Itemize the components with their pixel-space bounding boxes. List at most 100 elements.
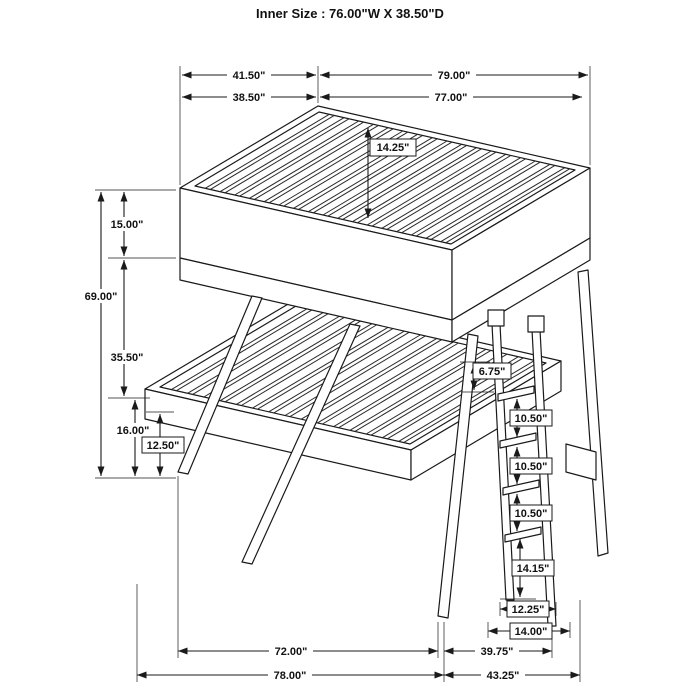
slat-line xyxy=(284,334,422,416)
dim-label-bunk-clearance: 35.50" xyxy=(111,352,144,364)
slat-line xyxy=(425,163,551,239)
slat-line xyxy=(352,147,477,223)
ladder-rung-3 xyxy=(502,479,540,496)
dim-lower-width-outer: 78.00" xyxy=(137,668,444,682)
slat-line xyxy=(317,341,454,424)
slat-line xyxy=(208,316,346,399)
dim-ladder-outer-width: 14.00" xyxy=(488,622,570,640)
slat-line xyxy=(366,150,492,226)
dim-lower-bunk-height: 16.00" xyxy=(111,400,155,476)
page-title: Inner Size : 76.00"W X 38.50"D xyxy=(256,6,444,21)
dim-label-lower-width-outer: 78.00" xyxy=(274,670,307,682)
slat-line xyxy=(252,326,389,409)
dim-lower-depth-outer: 43.25" xyxy=(444,668,580,682)
slat-line xyxy=(396,157,521,233)
slat-line xyxy=(357,148,482,224)
slat-line xyxy=(219,117,345,193)
dim-label-ladder-rung-spacing-2: 10.50" xyxy=(515,461,548,473)
dim-label-ladder-rung-spacing-3: 10.50" xyxy=(515,508,548,520)
dim-ladder-rung-spacing-1: 10.50" xyxy=(509,399,553,437)
ladder-rung-1 xyxy=(497,385,535,402)
slat-line xyxy=(440,167,565,243)
dim-label-ladder-outer-width: 14.00" xyxy=(515,626,548,638)
dim-top-width-outer: 79.00" xyxy=(320,68,588,82)
slat-line xyxy=(327,141,453,217)
slat-line xyxy=(257,327,394,410)
dim-ladder-inner-width: 12.25" xyxy=(500,600,556,618)
slat-line xyxy=(403,361,540,443)
dim-label-lower-depth-outer: 43.25" xyxy=(487,670,520,682)
slat-line xyxy=(342,145,467,220)
slat-line xyxy=(224,320,362,403)
dim-top-depth-outer: 41.50" xyxy=(182,68,316,82)
slat-line xyxy=(416,161,541,237)
dim-label-overall-height: 69.00" xyxy=(85,291,118,303)
slat-line xyxy=(176,309,313,392)
slat-line xyxy=(289,335,427,418)
dim-ladder-bottom-gap: 14.15" xyxy=(511,539,555,597)
slat-line xyxy=(219,319,357,402)
slat-line xyxy=(430,165,556,240)
slat-line xyxy=(313,138,438,214)
dim-lower-depth-inner: 39.75" xyxy=(444,644,552,658)
ladder-right-hook xyxy=(527,315,545,333)
top-bunk xyxy=(179,105,591,343)
dim-label-top-width-inner: 77.00" xyxy=(435,92,468,104)
left-rear-leg xyxy=(177,295,263,475)
slat-line xyxy=(322,342,459,425)
slat-line xyxy=(305,338,443,421)
dim-lower-width-inner: 72.00" xyxy=(178,644,438,658)
slat-line xyxy=(333,345,470,428)
dim-top-width-inner: 77.00" xyxy=(320,90,582,104)
slat-line xyxy=(338,346,475,429)
right-leg-bracket xyxy=(565,443,597,481)
slat-line xyxy=(386,155,512,230)
top-bunk-frame-band-end xyxy=(451,237,591,343)
dim-label-ladder-inner-width: 12.25" xyxy=(512,604,545,616)
slat-line xyxy=(411,160,536,236)
dim-bunk-clearance: 35.50" xyxy=(105,260,149,396)
dim-label-lower-depth-inner: 39.75" xyxy=(481,646,514,658)
dim-guard-rail-to-slats: 14.25" xyxy=(364,128,417,218)
slat-line xyxy=(187,311,324,394)
slat-line xyxy=(349,348,487,431)
slat-line xyxy=(445,168,570,244)
dim-label-top-depth-outer: 41.50" xyxy=(233,70,266,82)
dim-label-lower-slat-height: 12.50" xyxy=(147,440,180,452)
center-front-leg xyxy=(437,333,479,619)
dim-ladder-rung-spacing-3: 10.50" xyxy=(509,494,553,531)
slat-line xyxy=(192,312,329,395)
dim-label-ladder-bottom-gap: 14.15" xyxy=(517,563,550,575)
legs xyxy=(177,269,609,619)
slat-line xyxy=(273,331,411,414)
dim-label-ladder-top-gap: 6.75" xyxy=(479,366,506,378)
ladder-rung-2 xyxy=(499,432,537,449)
dim-label-lower-bunk-height: 16.00" xyxy=(117,425,150,437)
ladder-left-hook xyxy=(487,309,505,327)
slat-line xyxy=(337,143,462,219)
dim-label-top-depth-inner: 38.50" xyxy=(233,92,266,104)
slat-line xyxy=(205,113,330,189)
dim-top-depth-inner: 38.50" xyxy=(182,90,316,104)
ladder-rung-4 xyxy=(504,526,542,543)
top-bunk-slats xyxy=(205,113,570,244)
dim-ladder-top-gap: 6.75" xyxy=(470,362,512,390)
slat-line xyxy=(401,158,526,234)
slat-line xyxy=(381,153,507,229)
dimension-annotations: 41.50" 79.00" 38.50" 77.00" 14.25" 15.00… xyxy=(79,68,588,682)
dim-label-ladder-rung-spacing-1: 10.50" xyxy=(515,413,548,425)
dim-lower-slat-height: 12.50" xyxy=(141,414,185,476)
slat-line xyxy=(254,125,379,200)
dim-label-top-width-outer: 79.00" xyxy=(438,70,471,82)
slat-line xyxy=(210,115,335,190)
dim-label-guard-rail-height: 15.00" xyxy=(111,219,144,231)
slat-line xyxy=(322,140,448,216)
slat-line xyxy=(224,118,350,194)
dim-label-guard-rail-to-slats: 14.25" xyxy=(377,142,410,154)
right-leg xyxy=(577,269,609,557)
slat-line xyxy=(249,123,374,199)
slat-line xyxy=(239,121,364,197)
dim-guard-rail-height: 15.00" xyxy=(105,192,149,256)
dim-ladder-rung-spacing-2: 10.50" xyxy=(509,447,553,484)
